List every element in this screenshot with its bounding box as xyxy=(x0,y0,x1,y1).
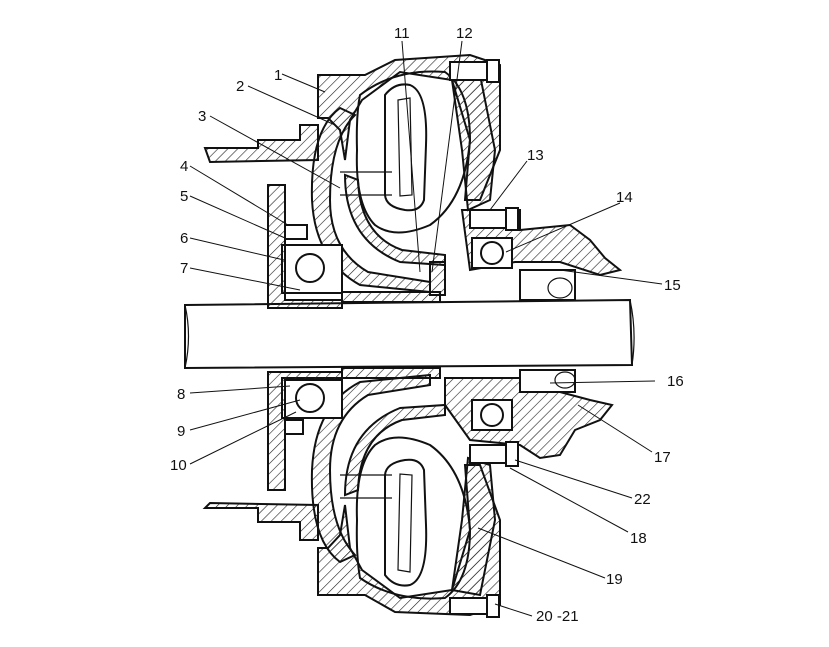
right-wall-lower xyxy=(450,456,497,597)
callout-11: 11 xyxy=(394,25,410,42)
callout-19: 19 xyxy=(606,571,623,588)
shaft xyxy=(184,298,635,370)
turbine-bowl-lower xyxy=(343,403,446,497)
leader-4 xyxy=(189,165,289,226)
callout-1: 1 xyxy=(274,67,282,84)
leader-15 xyxy=(559,269,663,285)
callout-13: 13 xyxy=(527,147,544,164)
left-flange-upper xyxy=(203,124,319,164)
callout-7: 7 xyxy=(180,260,188,277)
callout-6: 6 xyxy=(180,230,188,247)
leader-7 xyxy=(189,267,301,291)
leader-6 xyxy=(189,237,285,261)
callout-labels: 1 2 3 4 5 6 7 8 9 10 11 12 13 14 15 16 1… xyxy=(170,25,684,625)
callout-3: 3 xyxy=(198,108,206,125)
leader-9 xyxy=(189,399,301,431)
leader-16 xyxy=(549,380,656,384)
leader-20-21 xyxy=(494,603,533,617)
leader-18 xyxy=(509,467,629,533)
lower-half-section xyxy=(202,367,614,618)
leader-12 xyxy=(431,40,463,273)
torus-cavity-lower xyxy=(355,436,472,600)
left-flange-lower xyxy=(202,501,319,541)
callout-2: 2 xyxy=(236,78,244,95)
leader-22 xyxy=(514,459,633,499)
callout-10: 10 xyxy=(170,457,187,474)
callout-18: 18 xyxy=(630,530,647,547)
callout-15: 15 xyxy=(664,277,681,294)
leader-14 xyxy=(505,202,621,253)
leader-3 xyxy=(209,115,341,189)
callout-20-21: 20 -21 xyxy=(536,608,579,625)
callout-14: 14 xyxy=(616,189,633,206)
hub-sleeve-lower xyxy=(341,367,441,379)
core-ring-upper xyxy=(384,83,428,212)
turbine-bowl-upper xyxy=(343,173,446,267)
leader-19 xyxy=(477,527,606,579)
upper-half-section xyxy=(203,53,623,309)
callout-4: 4 xyxy=(180,158,188,175)
right-nut-upper xyxy=(519,269,576,301)
callout-9: 9 xyxy=(177,423,185,440)
leader-5 xyxy=(189,195,286,239)
leader-13 xyxy=(489,160,528,211)
callout-22: 22 xyxy=(634,491,651,508)
leader-8 xyxy=(189,385,291,394)
hub-sleeve-upper xyxy=(341,291,441,303)
leader-lines xyxy=(189,40,663,617)
leader-10 xyxy=(189,411,297,465)
torus-cavity-upper xyxy=(355,70,472,234)
callout-8: 8 xyxy=(177,386,185,403)
leader-2 xyxy=(247,85,336,126)
leader-1 xyxy=(281,73,326,93)
core-ring-lower xyxy=(384,458,428,587)
callout-5: 5 xyxy=(180,188,188,205)
callout-17: 17 xyxy=(654,449,671,466)
callout-16: 16 xyxy=(667,373,684,390)
leader-17 xyxy=(577,404,653,453)
right-nut-lower xyxy=(519,369,576,393)
callout-12: 12 xyxy=(456,25,473,42)
leader-11 xyxy=(401,40,421,273)
